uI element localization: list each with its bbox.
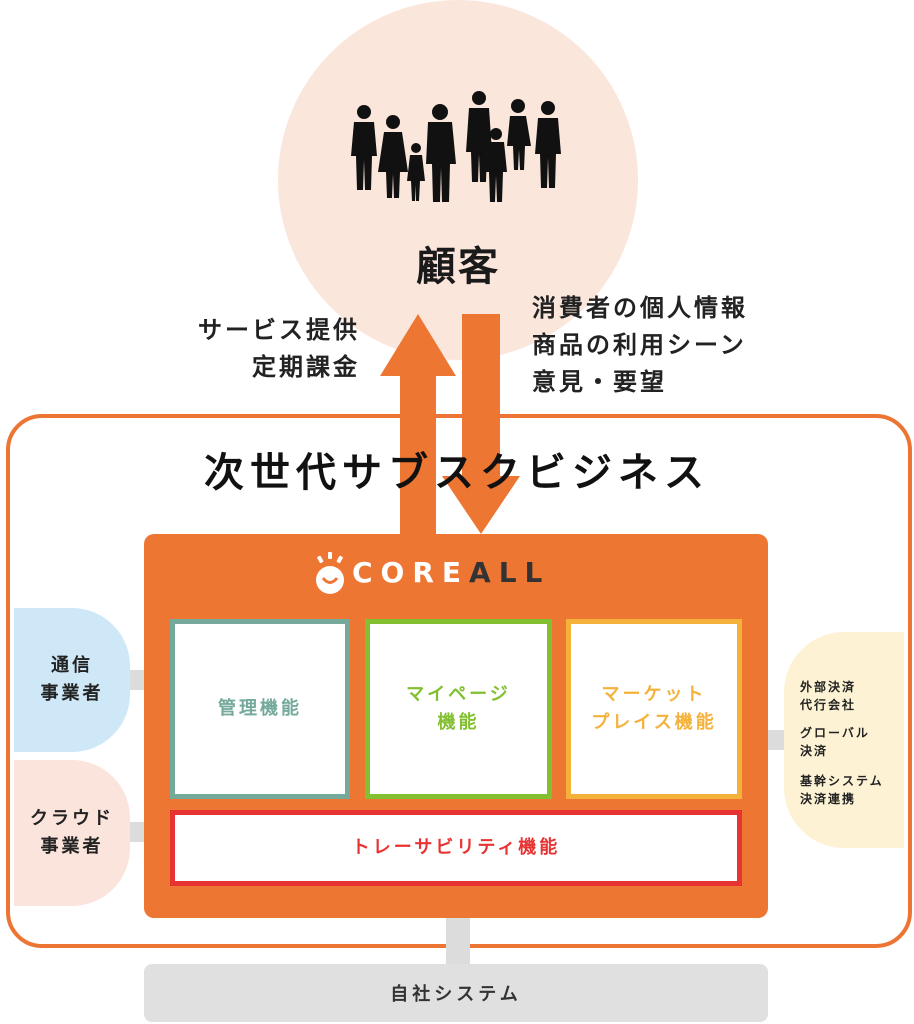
self-system-box: 自社システム	[144, 964, 768, 1022]
customer-circle	[278, 0, 638, 360]
customer-data-flow-line: 意見・要望	[532, 368, 667, 396]
marketplace-function-label: マーケット	[601, 684, 707, 705]
payment-item-line: 決済	[800, 744, 829, 758]
payment-agency-item: 外部決済 代行会社	[800, 678, 856, 714]
coreall-logo-icon	[316, 552, 344, 594]
connector-telecom	[128, 670, 146, 690]
telecom-operator-label: 通信	[51, 655, 93, 676]
coreall-logo-text: COREALL	[352, 556, 550, 589]
connector-self-system	[446, 916, 470, 966]
marketplace-function-label: プレイス機能	[591, 712, 717, 733]
marketplace-function-module: マーケット プレイス機能	[566, 619, 742, 799]
service-flow-line: サービス提供	[198, 316, 360, 344]
logo-all-text: ALL	[469, 556, 551, 589]
payment-item-line: 基幹システム	[800, 774, 884, 788]
payment-item-line: グローバル	[800, 726, 870, 740]
telecom-operator-label: 事業者	[40, 683, 104, 704]
cloud-operator-tab: クラウド 事業者	[14, 760, 130, 906]
cloud-operator-label: 事業者	[40, 836, 104, 857]
people-silhouette-icon	[351, 91, 561, 202]
payment-item-line: 外部決済	[800, 680, 857, 694]
logo-core-text: CORE	[352, 556, 470, 589]
payment-item-line: 決済連携	[800, 792, 857, 806]
mypage-function-label: 機能	[437, 712, 480, 733]
mypage-function-module: マイページ 機能	[365, 619, 552, 799]
payment-item-line: 代行会社	[800, 698, 857, 712]
mypage-function-label: マイページ	[406, 684, 511, 705]
global-payment-item: グローバル 決済	[800, 724, 870, 760]
customer-data-flow-text: 消費者の個人情報 商品の利用シーン 意見・要望	[532, 290, 748, 401]
flow-arrows-icon	[380, 314, 520, 536]
customer-data-flow-line: 消費者の個人情報	[532, 294, 748, 322]
service-flow-text: サービス提供 定期課金	[198, 312, 360, 386]
platform-title: 次世代サブスクビジネス	[204, 450, 710, 496]
payment-partners-tab	[784, 632, 904, 848]
traceability-function-module: トレーサビリティ機能	[170, 810, 742, 886]
connector-payment	[766, 730, 786, 750]
core-system-payment-item: 基幹システム 決済連携	[800, 772, 884, 808]
admin-function-module: 管理機能	[170, 619, 350, 799]
traceability-function-label: トレーサビリティ機能	[351, 837, 561, 858]
admin-function-label: 管理機能	[218, 698, 302, 719]
customer-data-flow-line: 商品の利用シーン	[532, 331, 747, 359]
telecom-operator-tab: 通信 事業者	[14, 608, 130, 752]
connector-cloud	[128, 822, 146, 842]
customer-label: 顧客	[416, 244, 500, 290]
cloud-operator-label: クラウド	[30, 808, 114, 829]
self-system-label: 自社システム	[390, 984, 522, 1005]
service-flow-line: 定期課金	[252, 353, 360, 381]
